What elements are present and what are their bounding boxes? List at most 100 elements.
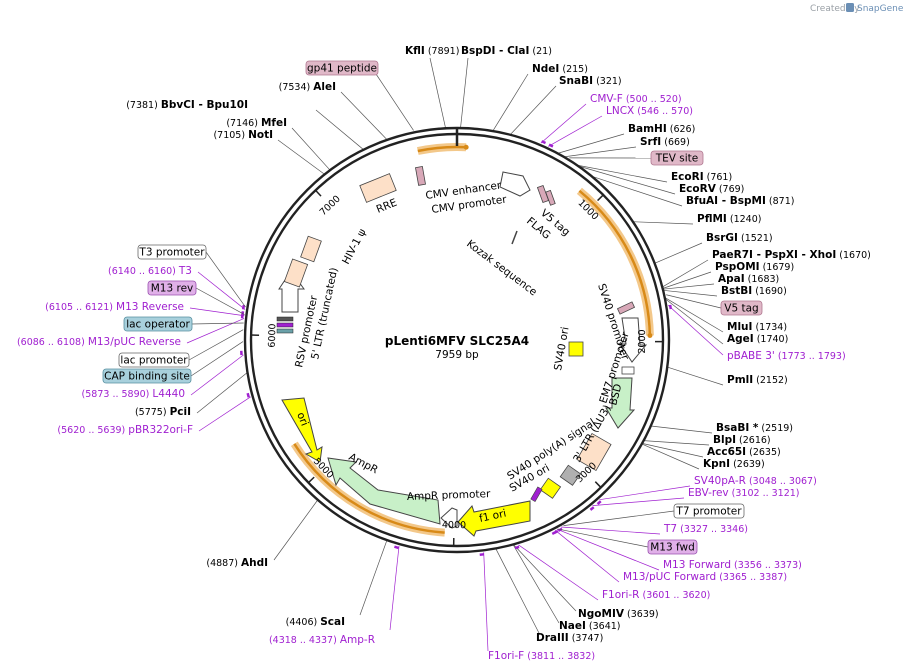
primer-label-ebvrev[interactable]: EBV-rev (3102 .. 3121)	[688, 487, 800, 499]
enzyme-label-ecorv[interactable]: EcoRV (769)	[679, 183, 744, 195]
primer-leader-m13pucforward	[554, 529, 620, 583]
enzyme-label-bspdi[interactable]: BspDI - ClaI (21)	[461, 45, 552, 57]
leader-lines	[186, 57, 724, 652]
primer-label-t3[interactable]: (6140 .. 6160) T3	[108, 265, 192, 277]
enzyme-label-blpi[interactable]: BlpI (2616)	[713, 434, 771, 446]
primer-label-pbabe3[interactable]: pBABE 3' (1773 .. 1793)	[727, 350, 846, 362]
enzyme-label-ndei[interactable]: NdeI (215)	[532, 63, 588, 75]
enzyme-label-pmli[interactable]: PmlI (2152)	[727, 374, 788, 386]
enzyme-leader-pflmi	[632, 221, 694, 225]
box-m13-fwd[interactable]	[647, 539, 698, 555]
enzyme-label-pcii[interactable]: (5775) PciI	[135, 406, 191, 418]
enzyme-leader-pmli	[667, 366, 724, 386]
primer-label-f1orir[interactable]: F1ori-R (3601 .. 3620)	[602, 589, 710, 601]
box-lac-promoter[interactable]	[118, 352, 190, 368]
enzyme-label-srfi[interactable]: SrfI (669)	[640, 136, 690, 148]
box-v5tag[interactable]	[720, 300, 763, 316]
primer-label-m13pucforward[interactable]: M13/pUC Forward (3365 .. 3387)	[623, 571, 787, 583]
primer-leader-f1orif	[483, 552, 489, 652]
enzyme-label-kpni[interactable]: KpnI (2639)	[703, 458, 765, 470]
enzyme-leader-ndei	[492, 73, 529, 132]
primer-leader-m13reverse	[189, 307, 245, 317]
box-label-tev: TEV site	[655, 153, 699, 165]
primer-label-ampr[interactable]: (4318 .. 4337) Amp-R	[269, 634, 375, 646]
ltr5-stack-2	[276, 322, 294, 328]
enzyme-label-agei[interactable]: AgeI (1740)	[727, 333, 788, 345]
box-gp41[interactable]	[305, 60, 379, 76]
enzyme-label-acc65i[interactable]: Acc65I (2635)	[707, 446, 781, 458]
primer-label-m13forward[interactable]: M13 Forward (3356 .. 3373)	[663, 559, 802, 571]
enzyme-leader-bamhi	[557, 133, 625, 154]
primer-label-f1orif[interactable]: F1ori-F (3811 .. 3832)	[488, 650, 595, 662]
box-m13-rev[interactable]	[147, 280, 197, 296]
enzyme-label-naei[interactable]: NaeI (3641)	[559, 620, 621, 632]
enzyme-label-draiii[interactable]: DraIII (3747)	[536, 632, 603, 644]
primer-label-m13pucreverse[interactable]: (6086 .. 6108) M13/pUC Reverse	[17, 336, 181, 348]
primer-label-pbr322orif[interactable]: (5620 .. 5639) pBR322ori-F	[57, 424, 193, 436]
primer-mark-ebvrev	[589, 506, 595, 511]
enzyme-label-ngomiv[interactable]: NgoMIV (3639)	[578, 608, 659, 620]
snapgene-logo-icon	[846, 3, 854, 12]
primer-leader-lncx	[548, 115, 603, 147]
enzyme-label-bfuai[interactable]: BfuAI - BspMI (871)	[686, 195, 794, 207]
sv40-promoter-top-block	[616, 301, 636, 315]
primer-leader-pbr322orif	[198, 396, 251, 432]
enzyme-leader-naei	[512, 544, 560, 624]
box-tev[interactable]	[650, 150, 704, 166]
box-leader-lac-operator	[191, 322, 244, 325]
enzyme-label-snabi[interactable]: SnaBI (321)	[559, 75, 622, 87]
enzyme-label-kfli[interactable]: KflI (7891)	[405, 45, 459, 57]
enzyme-label-scai[interactable]: (4406) ScaI	[286, 616, 345, 628]
box-leader-v5tag	[666, 294, 722, 309]
enzyme-label-bsabi[interactable]: BsaBI * (2519)	[716, 422, 793, 434]
bsd-label: BSD	[607, 383, 624, 407]
enzyme-label-bamhi[interactable]: BamHI (626)	[628, 123, 695, 135]
primer-label-cmvf[interactable]: CMV-F (500 .. 520)	[590, 93, 682, 105]
enzyme-label-pspomi[interactable]: PspOMI (1679)	[715, 261, 794, 273]
primer-label-m13reverse[interactable]: (6105 .. 6121) M13 Reverse	[45, 301, 184, 313]
enzyme-label-paer7i[interactable]: PaeR7I - PspXI - XhoI (1670)	[712, 249, 871, 261]
enzyme-label-ecori[interactable]: EcoRI (761)	[671, 171, 732, 183]
hiv-psi-block-1	[283, 258, 309, 288]
enzyme-label-pflmi[interactable]: PflMI (1240)	[697, 213, 761, 225]
box-leader-t3-promoter	[205, 251, 246, 308]
box-cap-site[interactable]	[102, 368, 192, 384]
enzyme-label-ahdi[interactable]: (4887) AhdI	[206, 557, 268, 569]
box-leader-m13-fwd	[557, 528, 649, 548]
box-label-m13-rev: M13 rev	[151, 283, 194, 295]
tick-mark-7000	[314, 189, 322, 197]
primer-label-lncx[interactable]: LNCX (546 .. 570)	[606, 105, 693, 117]
enzyme-label-bsrgi[interactable]: BsrGI (1521)	[706, 232, 773, 244]
ampr-promoter-label: AmpR promoter	[407, 488, 491, 503]
primer-mark-cmvf	[541, 140, 547, 145]
enzyme-leader-alei	[340, 91, 388, 141]
enzyme-label-bstbi[interactable]: BstBI (1690)	[721, 285, 787, 297]
plasmid-length: 7959 bp	[435, 349, 479, 361]
enzyme-label-noti[interactable]: (7105) NotI	[213, 129, 273, 141]
enzyme-leader-bbvci	[315, 109, 364, 150]
primer-leader-sv40par	[599, 485, 691, 501]
f1-ori-label: f1 ori	[478, 508, 507, 525]
enzyme-leader-bspdi	[460, 57, 469, 129]
enzyme-label-alei[interactable]: (7534) AleI	[279, 81, 336, 93]
primer-label-l4440[interactable]: (5873 .. 5890) L4440	[82, 388, 185, 400]
hiv-psi-block-2	[300, 235, 322, 263]
primer-label-sv40par[interactable]: SV40pA-R (3048 .. 3067)	[694, 475, 817, 487]
enzyme-label-apai[interactable]: ApaI (1683)	[718, 273, 779, 285]
enzyme-label-mfei[interactable]: (7146) MfeI	[226, 117, 287, 129]
enzyme-label-mlui[interactable]: MluI (1734)	[727, 321, 787, 333]
primer-label-t7[interactable]: T7 (3327 .. 3346)	[663, 523, 748, 535]
plasmid-name: pLenti6MFV SLC25A4	[385, 334, 529, 348]
primer-leader-t7	[561, 526, 661, 535]
arc-cds-region	[578, 189, 652, 336]
enzyme-label-bbvci[interactable]: (7381) BbvCI - Bpu10I	[126, 99, 248, 111]
box-label-lac-operator: lac operator	[126, 319, 190, 331]
primer-mark-f1orir	[514, 545, 520, 550]
box-t3-promoter[interactable]	[137, 244, 207, 260]
box-lac-operator[interactable]	[123, 316, 193, 332]
box-t7-promoter[interactable]	[673, 503, 745, 519]
sv40-promoter-arrow	[619, 317, 648, 363]
primer-mark-sv40par	[596, 500, 602, 505]
enzyme-leader-bsrgi	[654, 242, 703, 264]
box-leader-m13-rev	[195, 287, 245, 315]
